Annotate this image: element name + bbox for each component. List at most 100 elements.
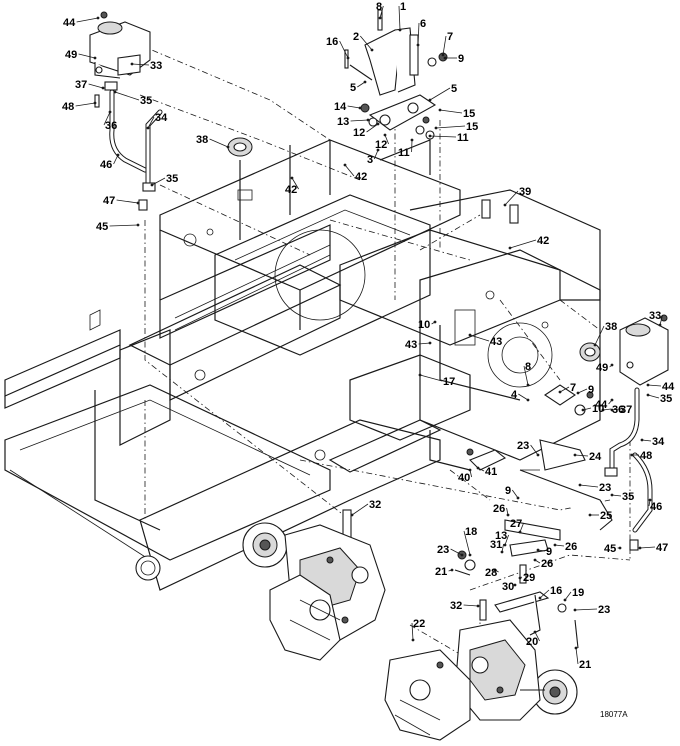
callout-number: 28: [485, 567, 497, 579]
callout-29: 29: [518, 572, 535, 584]
callout-pointer: [518, 530, 522, 534]
callout-22: 22: [411, 618, 425, 642]
callout-12: 12: [375, 133, 389, 151]
callout-24: 24: [573, 451, 602, 463]
callout-number: 42: [537, 235, 549, 247]
callout-45: 45: [96, 221, 140, 233]
callout-pointer: [468, 333, 472, 337]
callout-pointer: [618, 546, 622, 550]
callout-49: 49: [596, 362, 614, 374]
callout-number: 9: [505, 485, 511, 497]
callout-44: 44: [646, 381, 675, 393]
callout-number: 47: [656, 542, 668, 554]
callout-23: 23: [517, 440, 540, 457]
callout-number: 49: [596, 362, 608, 374]
callout-3: 3: [367, 148, 380, 166]
callout-number: 11: [457, 132, 469, 144]
callout-number: 10: [592, 403, 604, 415]
callout-number: 13: [337, 116, 349, 128]
callout-pointer: [130, 62, 134, 66]
callout-number: 10: [418, 319, 430, 331]
callout-number: 8: [525, 361, 531, 373]
callout-leader: [78, 53, 96, 59]
callout-46: 46: [100, 153, 120, 171]
callout-number: 19: [572, 587, 584, 599]
callout-42: 42: [285, 176, 299, 196]
callout-leader: [113, 154, 119, 165]
callout-leader: [114, 91, 140, 101]
callout-27: 27: [510, 518, 524, 534]
callout-leader: [519, 522, 524, 533]
callout-leader: [373, 149, 379, 160]
callout-leader: [575, 647, 579, 665]
callout-leader: [518, 393, 529, 401]
callout-leader: [116, 199, 139, 204]
callout-number: 31: [490, 539, 502, 551]
callout-19: 19: [563, 587, 584, 602]
callout-pointer: [376, 122, 380, 126]
callout-pointer: [578, 483, 582, 487]
callout-pointer: [450, 568, 454, 572]
callout-leader: [579, 484, 599, 488]
callout-40: 40: [458, 468, 472, 484]
callout-pointer: [443, 56, 447, 60]
callout-pointer: [346, 56, 350, 60]
callout-9: 9: [505, 485, 520, 500]
callout-13: 13: [337, 116, 370, 128]
callout-pointer: [658, 323, 662, 327]
callout-pointer: [113, 90, 117, 94]
callout-number: 38: [196, 134, 208, 146]
callout-number: 36: [612, 404, 624, 416]
callout-pointer: [441, 53, 445, 57]
callout-leader: [641, 439, 652, 442]
callout-number: 3: [367, 154, 373, 166]
callout-number: 34: [652, 436, 665, 448]
callout-10: 10: [581, 403, 604, 415]
callout-number: 39: [519, 186, 531, 198]
callout-pointer: [101, 86, 105, 90]
callout-2: 2: [353, 31, 374, 52]
callout-pointer: [93, 56, 97, 60]
callout-28: 28: [485, 567, 499, 579]
callout-pointer: [468, 553, 472, 557]
callout-number: 21: [579, 659, 591, 671]
callout-leader: [209, 138, 229, 148]
callout-pointer: [460, 553, 464, 557]
callout-5: 5: [428, 83, 457, 102]
callout-23: 23: [573, 604, 610, 616]
callout-pointer: [428, 341, 432, 345]
callout-leader: [435, 125, 466, 129]
control-linkage: [342, 384, 613, 649]
callout-number: 4: [511, 389, 518, 401]
callout-number: 17: [443, 376, 455, 388]
callout-pointer: [508, 246, 512, 250]
callout-8: 8: [376, 1, 384, 20]
callout-leader: [88, 83, 104, 89]
callout-4: 4: [511, 389, 530, 402]
callout-pointer: [506, 513, 510, 517]
callout-leader: [559, 386, 570, 393]
callout-leader: [574, 608, 598, 611]
callout-pointer: [343, 163, 347, 167]
callout-number: 7: [447, 31, 453, 43]
callout-leader: [351, 503, 369, 516]
callout-pointer: [366, 118, 370, 122]
callout-leader: [417, 22, 420, 46]
callout-48: 48: [62, 101, 97, 113]
callout-16: 16: [538, 585, 562, 600]
right-hydro-pump: [384, 619, 578, 741]
callout-leader: [554, 544, 565, 547]
callout-pointer: [601, 408, 605, 412]
callout-pointer: [533, 630, 537, 634]
callout-pointer: [646, 383, 650, 387]
callout-number: 48: [62, 101, 74, 113]
callout-leader: [504, 534, 509, 546]
callout-leader: [639, 546, 656, 549]
callout-pointer: [376, 148, 380, 152]
callout-42: 42: [508, 235, 549, 250]
callout-pointer: [503, 203, 507, 207]
callout-30: 30: [502, 581, 517, 593]
callout-pointer: [638, 546, 642, 550]
callout-26: 26: [533, 558, 553, 570]
